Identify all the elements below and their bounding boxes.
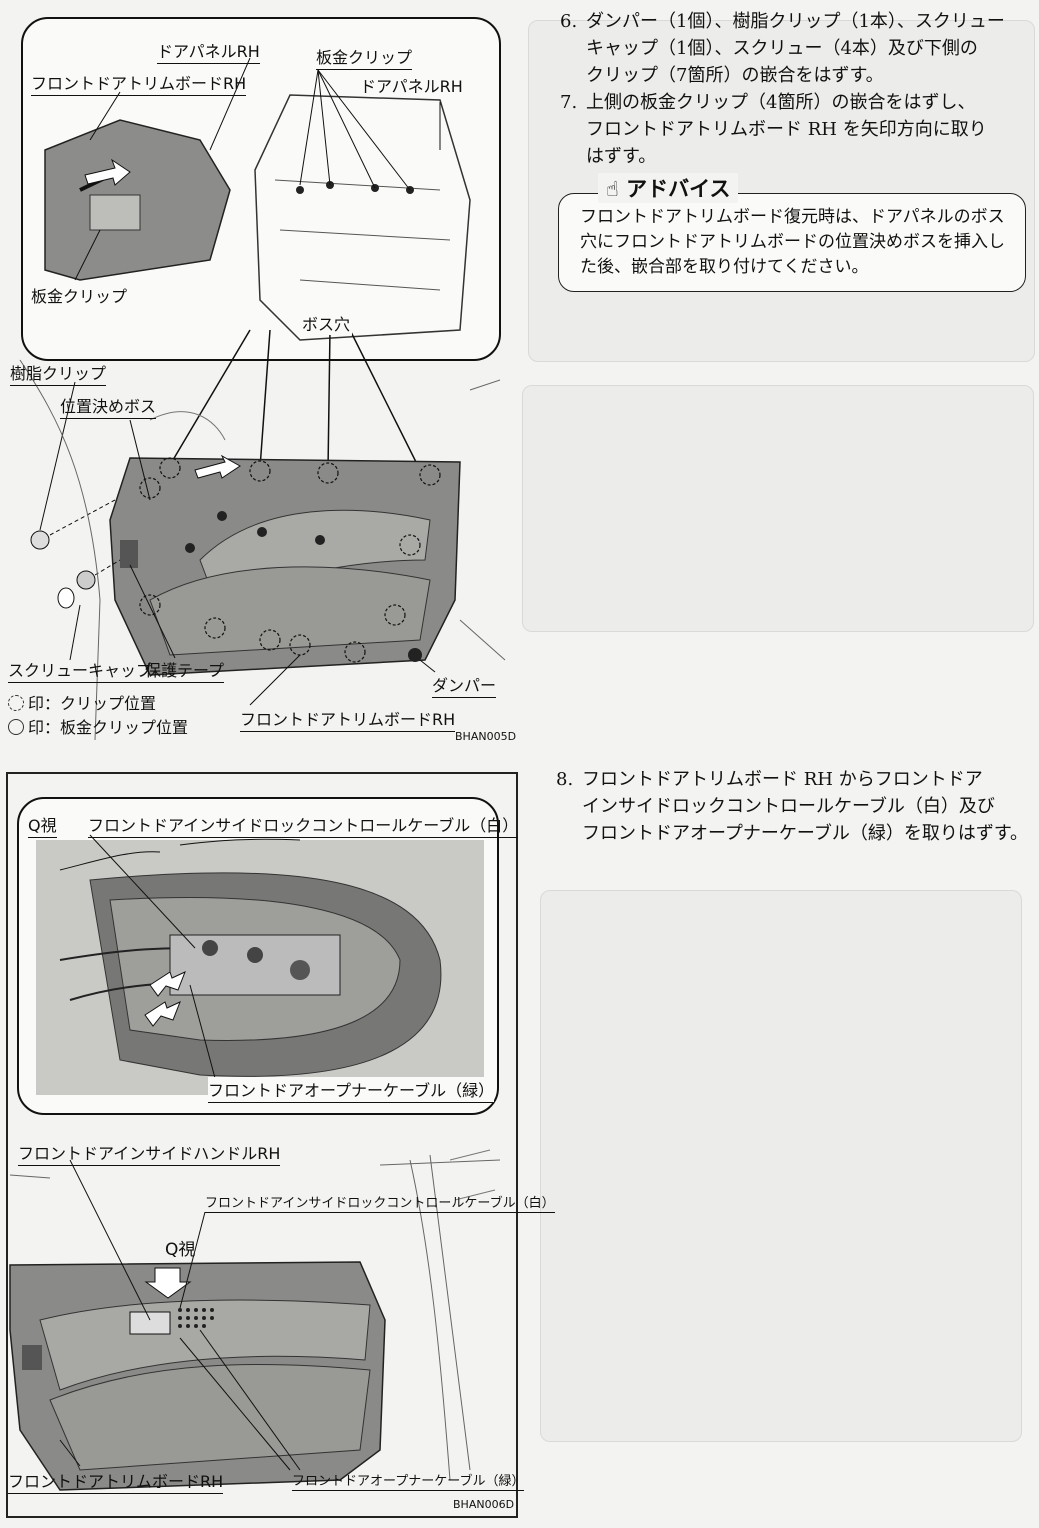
- legend-clip-position: 印：クリップ位置: [8, 690, 156, 714]
- advice-body: フロントドアトリムボード復元時は、ドアパネルのボス穴にフロントドアトリムボードの…: [580, 207, 1005, 277]
- label-inside-handle: フロントドアインサイドハンドルRH: [18, 1140, 281, 1166]
- crossed-circle-icon: [8, 719, 24, 735]
- cable-arrow-icon: [149, 971, 186, 997]
- label-door-panel-rh-top: ドアパネルRH: [157, 38, 260, 64]
- figure-code-2: BHAN006D: [453, 1498, 515, 1511]
- removal-arrow-icon: [84, 158, 131, 186]
- label-front-trim-board-rh-bottom: フロントドアトリムボードRH: [240, 706, 456, 732]
- label-front-trim-board-rh-top: フロントドアトリムボードRH: [31, 70, 247, 96]
- screw-part: [76, 570, 96, 590]
- label-boss-hole: ボス穴: [300, 311, 353, 335]
- advice-box: [558, 193, 1026, 292]
- label-damper: ダンパー: [432, 672, 497, 698]
- figure-cable-removal: [6, 772, 518, 1518]
- inset-frame: [21, 17, 501, 361]
- label-lock-cable-bottom: フロントドアインサイドロックコントロールケーブル（白）: [205, 1192, 555, 1213]
- legend-sheet-clip-position: 印：板金クリップ位置: [8, 714, 188, 738]
- label-lock-cable-top: フロントドアインサイドロックコントロールケーブル（白）: [88, 812, 519, 838]
- label-sheet-clip-left: 板金クリップ: [31, 287, 128, 306]
- dashed-circle-icon: [8, 695, 24, 711]
- label-sheet-clip-top: 板金クリップ: [316, 44, 413, 70]
- label-view-q-top: Q視: [28, 812, 57, 838]
- bleed-through-box: [540, 890, 1022, 1442]
- screw-cap-part: [57, 587, 75, 609]
- armrest: [149, 566, 431, 656]
- step-8: 8.フロントドアトリムボード RH からフロントドア インサイドロックコントロー…: [556, 769, 1029, 844]
- bleed-through-box: [522, 385, 1034, 632]
- inset-door-frame: [254, 94, 471, 341]
- label-protective-tape: 保護テープ: [145, 657, 225, 683]
- advice-title: ☝ アドバイス: [598, 173, 739, 203]
- arrow-icon: [194, 454, 241, 479]
- label-trim-board-bottom: フロントドアトリムボードRH: [8, 1468, 224, 1494]
- label-screw-cap: スクリューキャップ: [8, 657, 153, 683]
- view-direction-arrow-icon: [144, 1267, 192, 1299]
- label-opener-cable-bottom: フロントドアオープナーケーブル（緑）: [292, 1470, 525, 1491]
- step-7: 7.上側の板金クリップ（4箇所）の嵌合をはずし、 フロントドアトリムボード RH…: [560, 92, 987, 167]
- label-door-panel-rh-right: ドアパネルRH: [360, 77, 463, 96]
- label-positioning-boss: 位置決めボス: [60, 393, 157, 419]
- label-opener-cable-top: フロントドアオープナーケーブル（緑）: [208, 1077, 495, 1103]
- figure-code-1: BHAN005D: [455, 730, 517, 743]
- label-view-q-bottom: Q視: [165, 1240, 196, 1260]
- label-resin-clip: 樹脂クリップ: [10, 360, 107, 386]
- step-6: 6.ダンパー（1個）、樹脂クリップ（1本）、スクリュー キャップ（1個）、スクリ…: [560, 11, 1005, 86]
- cable-arrow-icon: [144, 1001, 181, 1027]
- pointing-hand-icon: ☝: [606, 177, 619, 201]
- resin-clip-part: [30, 530, 50, 550]
